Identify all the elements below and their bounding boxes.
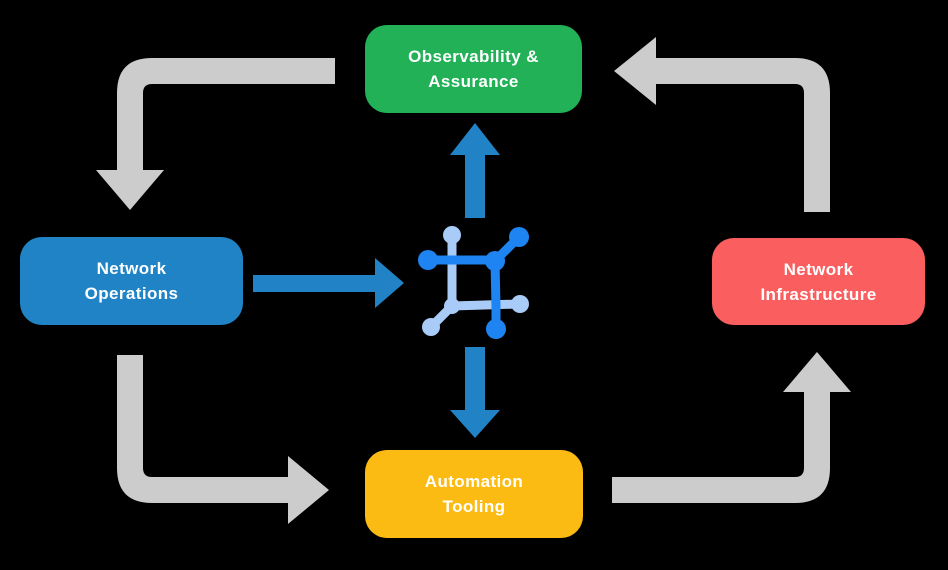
node-network-operations-label: Network Operations [84,259,179,303]
network-hub-icon-light-nodes [422,226,529,336]
spoke-arrows [253,123,500,438]
node-observability-assurance-label: Observability & Assurance [408,47,539,91]
node-automation-tooling: Automation Tooling [365,450,583,538]
arrow-infrastructure-to-observability [614,37,830,212]
arrow-tooling-to-infrastructure [612,352,851,503]
node-observability-assurance: Observability & Assurance [365,25,582,113]
arrow-observability-to-operations [96,58,335,210]
node-network-infrastructure-label: Network Infrastructure [760,259,877,304]
node-automation-tooling-label: Automation Tooling [424,472,524,516]
arrow-center-to-tooling [450,347,500,438]
node-network-operations: Network Operations [20,237,243,325]
node-network-infrastructure: Network Infrastructure [712,238,925,325]
network-hub-icon [418,226,529,339]
arrow-operations-to-tooling [117,355,329,524]
arrow-operations-to-center [253,258,404,308]
network-hub-icon-primary-nodes [418,227,529,339]
arrow-center-to-observability [450,123,500,218]
cycle-arrows [96,37,851,524]
